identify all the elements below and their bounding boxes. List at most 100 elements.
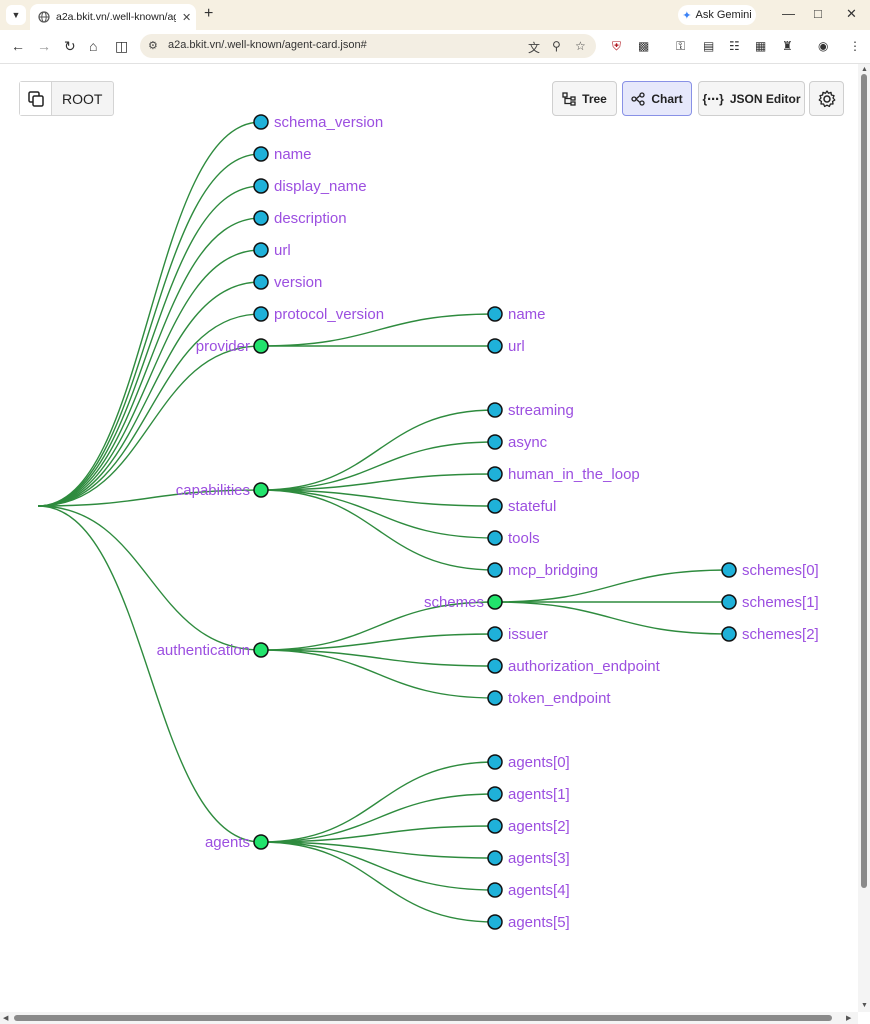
- node-description[interactable]: [253, 210, 269, 226]
- node-label-schema_version[interactable]: schema_version: [274, 114, 383, 131]
- node-label-streaming[interactable]: streaming: [508, 402, 574, 419]
- node-version[interactable]: [253, 274, 269, 290]
- copy-path-button[interactable]: [20, 82, 52, 115]
- incognito-icon[interactable]: ♜: [782, 39, 793, 53]
- profile-avatar[interactable]: ◉: [818, 39, 829, 53]
- reload-icon[interactable]: ↻: [64, 38, 76, 54]
- node-label-async[interactable]: async: [508, 434, 548, 451]
- node-schemes[interactable]: [487, 594, 503, 610]
- node-label-name[interactable]: name: [508, 306, 546, 323]
- node-label-version[interactable]: version: [274, 274, 322, 291]
- node-provider[interactable]: [253, 338, 269, 354]
- node-url[interactable]: [487, 338, 503, 354]
- node-label-token_endpoint[interactable]: token_endpoint: [508, 690, 611, 707]
- node-label-mcp_bridging[interactable]: mcp_bridging: [508, 562, 598, 579]
- translate-icon[interactable]: 文: [528, 41, 541, 55]
- new-tab-button[interactable]: +: [204, 5, 214, 22]
- tab-search-button[interactable]: ▼: [6, 5, 26, 25]
- password-key-icon[interactable]: ⚿: [676, 39, 686, 53]
- node-capabilities[interactable]: [253, 482, 269, 498]
- node-label-tools[interactable]: tools: [508, 530, 540, 547]
- node-url[interactable]: [253, 242, 269, 258]
- bookmark-star-icon[interactable]: ☆: [575, 39, 586, 53]
- node-label-schemes[2][interactable]: schemes[2]: [742, 626, 819, 643]
- node-agents[1][interactable]: [487, 786, 503, 802]
- vertical-scrollbar[interactable]: ▲ ▼: [858, 64, 870, 1012]
- forward-arrow-icon[interactable]: →: [37, 38, 51, 54]
- node-label-url[interactable]: url: [508, 338, 525, 355]
- home-icon[interactable]: ⌂: [89, 38, 98, 54]
- zoom-icon[interactable]: ⚲: [552, 39, 561, 53]
- vertical-scroll-thumb[interactable]: [861, 74, 867, 888]
- node-label-authorization_endpoint[interactable]: authorization_endpoint: [508, 658, 661, 675]
- node-token_endpoint[interactable]: [487, 690, 503, 706]
- node-schemes[2][interactable]: [721, 626, 737, 642]
- node-schema_version[interactable]: [253, 114, 269, 130]
- node-label-authentication[interactable]: authentication: [157, 642, 250, 659]
- node-agents[3][interactable]: [487, 850, 503, 866]
- node-label-agents[3][interactable]: agents[3]: [508, 850, 570, 867]
- node-agents[4][interactable]: [487, 882, 503, 898]
- node-mcp_bridging[interactable]: [487, 562, 503, 578]
- node-human_in_the_loop[interactable]: [487, 466, 503, 482]
- node-label-url[interactable]: url: [274, 242, 291, 259]
- node-async[interactable]: [487, 434, 503, 450]
- root-label[interactable]: ROOT: [62, 90, 103, 107]
- node-name[interactable]: [253, 146, 269, 162]
- payment-card-icon[interactable]: ▤: [703, 39, 715, 53]
- json-editor-button[interactable]: {⋯} JSON Editor: [698, 81, 805, 116]
- node-agents[2][interactable]: [487, 818, 503, 834]
- node-label-stateful[interactable]: stateful: [508, 498, 556, 515]
- node-label-human_in_the_loop[interactable]: human_in_the_loop: [508, 466, 640, 483]
- node-label-provider[interactable]: provider: [196, 338, 250, 355]
- scroll-right-arrow-icon[interactable]: ▶: [846, 1015, 852, 1022]
- tab-groups-icon[interactable]: ▦: [755, 39, 767, 53]
- node-label-protocol_version[interactable]: protocol_version: [274, 306, 384, 323]
- extension-shield-icon[interactable]: ⛨: [612, 39, 622, 53]
- extensions-puzzle-icon[interactable]: ▩: [638, 39, 650, 53]
- node-agents[0][interactable]: [487, 754, 503, 770]
- node-label-issuer[interactable]: issuer: [508, 626, 548, 643]
- maximize-window-button[interactable]: □: [814, 6, 822, 21]
- url-text[interactable]: a2a.bkit.vn/.well-known/agent-card.json#: [168, 39, 367, 51]
- node-protocol_version[interactable]: [253, 306, 269, 322]
- scroll-down-arrow-icon[interactable]: ▼: [861, 1002, 868, 1009]
- minimize-window-button[interactable]: —: [782, 6, 795, 21]
- node-stateful[interactable]: [487, 498, 503, 514]
- split-view-icon[interactable]: ◫: [115, 38, 129, 54]
- ask-gemini-button[interactable]: ✦ Ask Gemini: [678, 5, 756, 25]
- node-label-name[interactable]: name: [274, 146, 312, 163]
- address-bar[interactable]: ⚙ a2a.bkit.vn/.well-known/agent-card.jso…: [140, 34, 596, 58]
- node-issuer[interactable]: [487, 626, 503, 642]
- node-label-agents[0][interactable]: agents[0]: [508, 754, 570, 771]
- node-schemes[0][interactable]: [721, 562, 737, 578]
- node-label-display_name[interactable]: display_name: [274, 178, 367, 195]
- close-window-button[interactable]: ✕: [846, 6, 857, 21]
- close-tab-icon[interactable]: ✕: [182, 11, 192, 24]
- node-label-schemes[1][interactable]: schemes[1]: [742, 594, 819, 611]
- node-label-schemes[0][interactable]: schemes[0]: [742, 562, 819, 579]
- node-authentication[interactable]: [253, 642, 269, 658]
- node-agents[interactable]: [253, 834, 269, 850]
- node-agents[5][interactable]: [487, 914, 503, 930]
- browser-tab[interactable]: a2a.bkit.vn/.well-known/agent-c ✕: [30, 4, 196, 30]
- scroll-left-arrow-icon[interactable]: ◀: [3, 1015, 9, 1022]
- chart-view-button[interactable]: Chart: [622, 81, 692, 116]
- node-label-agents[interactable]: agents: [205, 834, 250, 851]
- tree-view-button[interactable]: Tree: [552, 81, 617, 116]
- scroll-up-arrow-icon[interactable]: ▲: [861, 66, 868, 73]
- node-display_name[interactable]: [253, 178, 269, 194]
- reading-mode-icon[interactable]: ☷: [729, 39, 740, 53]
- site-settings-icon[interactable]: ⚙: [148, 40, 158, 52]
- node-label-agents[5][interactable]: agents[5]: [508, 914, 570, 931]
- node-streaming[interactable]: [487, 402, 503, 418]
- back-arrow-icon[interactable]: ←: [11, 38, 25, 54]
- horizontal-scrollbar[interactable]: ◀ ▶: [0, 1012, 858, 1024]
- node-schemes[1][interactable]: [721, 594, 737, 610]
- node-label-schemes[interactable]: schemes: [424, 594, 484, 611]
- node-label-agents[4][interactable]: agents[4]: [508, 882, 570, 899]
- settings-button[interactable]: [809, 81, 844, 116]
- horizontal-scroll-thumb[interactable]: [14, 1015, 832, 1021]
- node-name[interactable]: [487, 306, 503, 322]
- node-label-description[interactable]: description: [274, 210, 347, 227]
